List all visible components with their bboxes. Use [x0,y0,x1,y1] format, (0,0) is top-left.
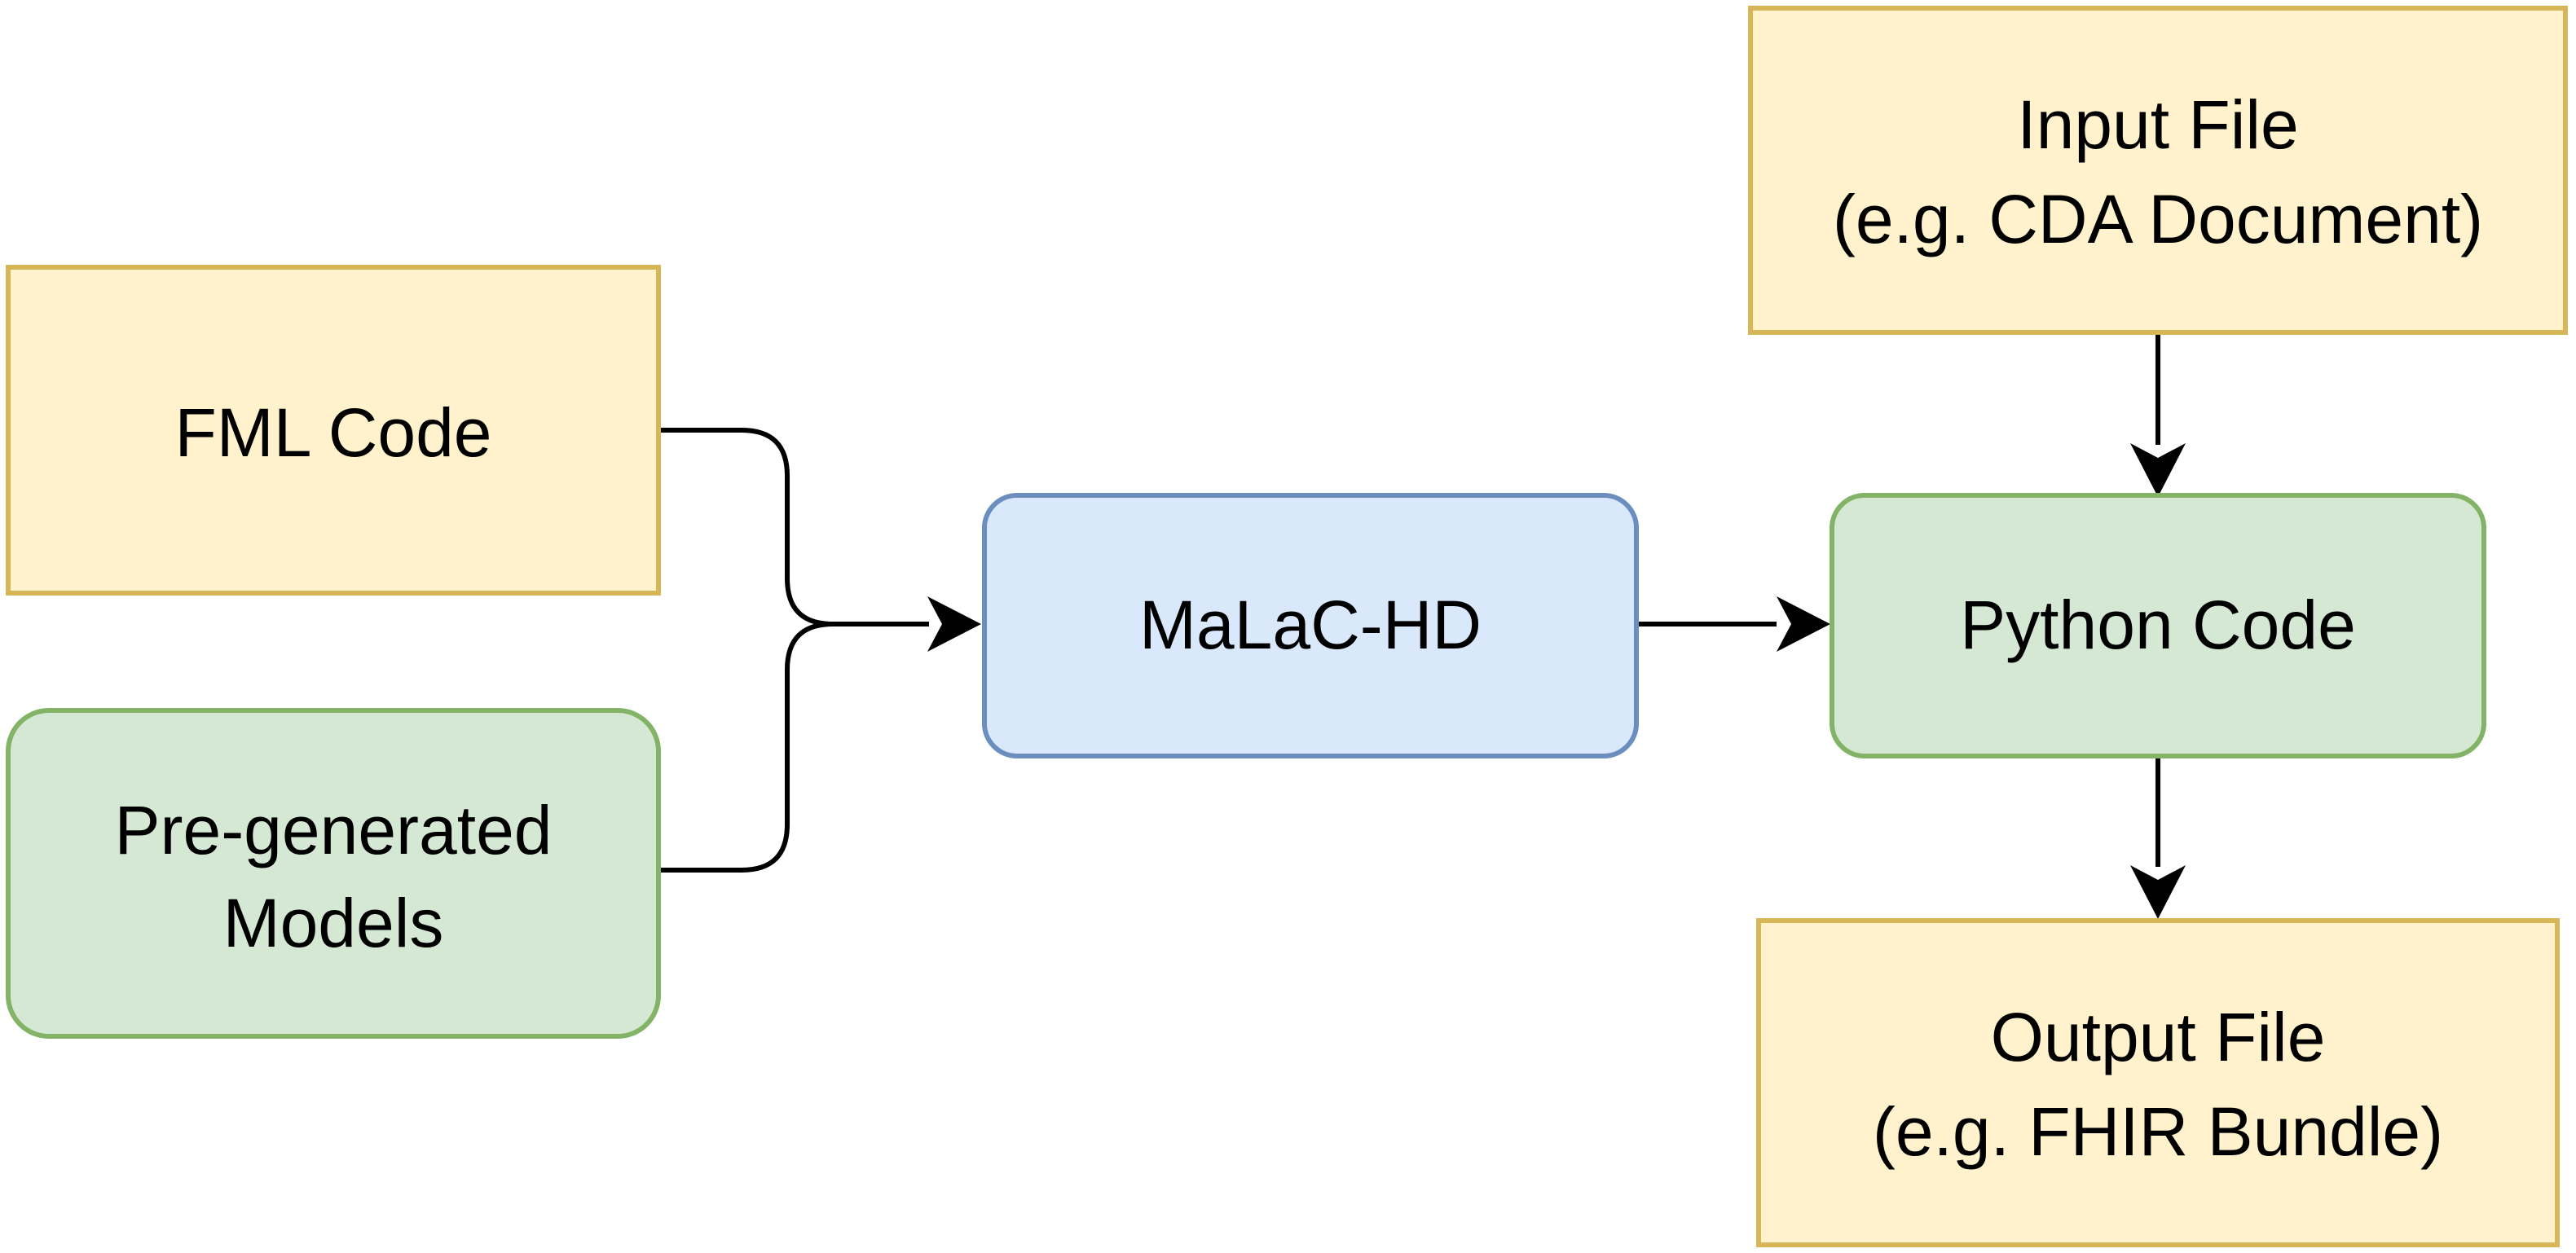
node-output-file: Output File (e.g. FHIR Bundle) [1756,918,2560,1247]
node-input-file: Input File (e.g. CDA Document) [1748,6,2568,335]
node-output-file-label-line-1: Output File [1991,999,2326,1075]
node-input-file-box [1748,6,2568,335]
node-malac-hd-label: MaLaC-HD [1139,587,1482,663]
node-fml-code-label: FML Code [174,394,491,471]
edge-pregenerated-models-to-malac-hd [658,622,929,873]
node-pregenerated-models-box [6,708,661,1039]
node-output-file-label-line-2: (e.g. FHIR Bundle) [1873,1093,2443,1170]
arrowhead-into-python-code [1777,596,1830,652]
node-input-file-label-line-1: Input File [2017,86,2299,163]
node-python-code: Python Code [1830,493,2486,758]
node-fml-code-box [6,265,661,596]
node-pregenerated-models-label-line-2: Models [223,885,444,961]
node-malac-hd-box [982,493,1639,758]
edges [658,334,2186,919]
node-pregenerated-models: Pre-generated Models [6,708,661,1039]
node-output-file-box [1756,918,2560,1247]
node-input-file-label-line-2: (e.g. CDA Document) [1833,181,2483,257]
node-python-code-label: Python Code [1960,587,2356,663]
node-fml-code: FML Code [6,265,661,596]
edge-fml-code-to-malac-hd [658,428,929,626]
node-pregenerated-models-label-line-1: Pre-generated [114,792,552,868]
node-malac-hd: MaLaC-HD [982,493,1639,758]
node-python-code-box [1830,493,2486,758]
arrowhead-down-into-python-code [2130,443,2186,497]
arrowhead-down-into-output-file [2130,865,2186,919]
arrowhead-into-malac-hd [927,596,981,652]
